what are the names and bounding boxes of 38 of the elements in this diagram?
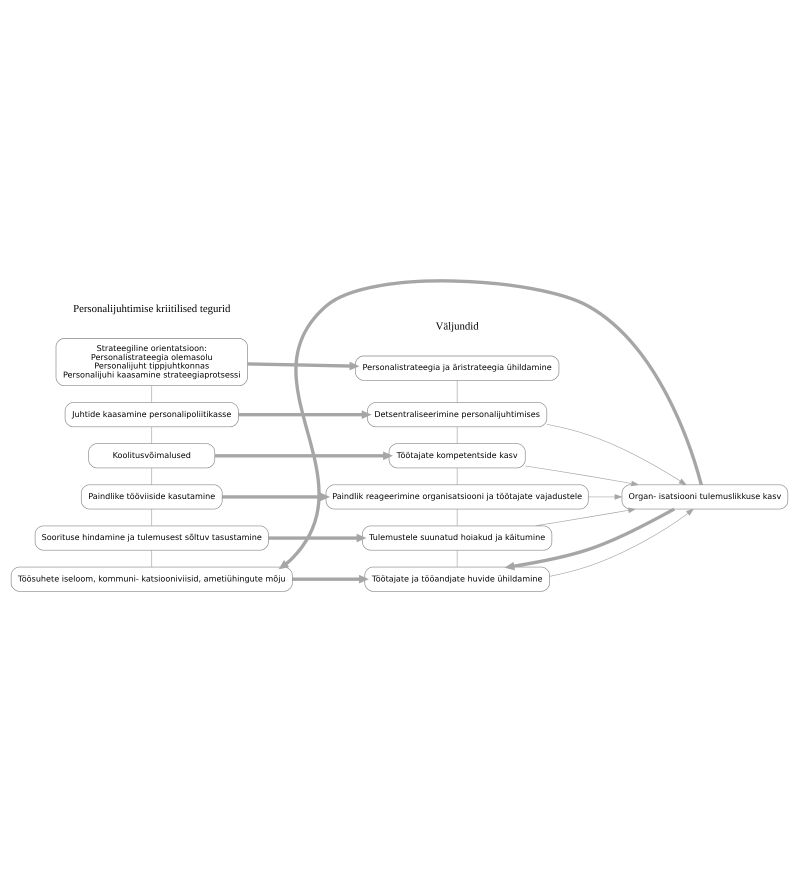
connector	[151, 508, 152, 526]
arrow	[222, 492, 330, 501]
node-box: Koolitusvõimalused	[88, 442, 216, 468]
connector	[151, 426, 152, 444]
label: Personalijuhtimise kriitilised tegurid	[73, 302, 230, 315]
arrow	[524, 465, 640, 486]
arrow	[549, 508, 694, 576]
node-box: Strateegiline orientatsioon: Personalistrateegia olemasolu Personalijuht tippjuhtkonnas Personalijuhi kaasamine strateegiaprotsessi	[56, 338, 248, 386]
connector	[151, 549, 152, 567]
arrow	[214, 450, 394, 460]
connector	[456, 380, 458, 402]
arrow	[238, 410, 372, 418]
arrow	[292, 574, 369, 584]
arrow	[268, 533, 367, 542]
node-box: Soorituse hindamine ja tulemusest sõltuv tasustamine	[34, 525, 269, 550]
connector	[456, 549, 458, 567]
node-box: Töötajate kompetentside kasv	[388, 442, 526, 468]
node-box: Paindlike tööviiside kasutamine	[80, 484, 223, 509]
label: Väljundid	[436, 320, 479, 332]
node-box: Organ- isatsiooni tulemuslikkuse kasv	[622, 484, 788, 509]
connector	[456, 508, 458, 526]
arrow	[248, 361, 360, 370]
node-box: Detsentraliseerimine personalijuhtimises	[367, 402, 548, 427]
arrow	[504, 507, 676, 570]
node-box: Paindlik reageerimine organisatsiooni ja töötajate vajadustele	[326, 484, 589, 509]
arrow	[534, 507, 636, 526]
node-box: Tulemustele suunatud hoiakud ja käitumine	[362, 525, 552, 550]
node-box: Juhtide kaasamine personalipoliitikasse	[64, 402, 239, 427]
node-box: Töösuhete iseloom, kommuni- katsiooniviisid, ametiühingute mõju	[10, 566, 293, 592]
node-box: Töötajate ja tööandjate huvide ühildamine	[364, 566, 550, 592]
arrow	[588, 494, 623, 500]
arrow	[546, 424, 687, 485]
node-box: Personalistrateegia ja äristrateegia ühildamine	[355, 355, 560, 380]
arrow	[278, 278, 703, 569]
connector	[456, 467, 458, 485]
connector	[456, 426, 458, 444]
connector	[151, 467, 152, 485]
connector	[151, 385, 152, 402]
